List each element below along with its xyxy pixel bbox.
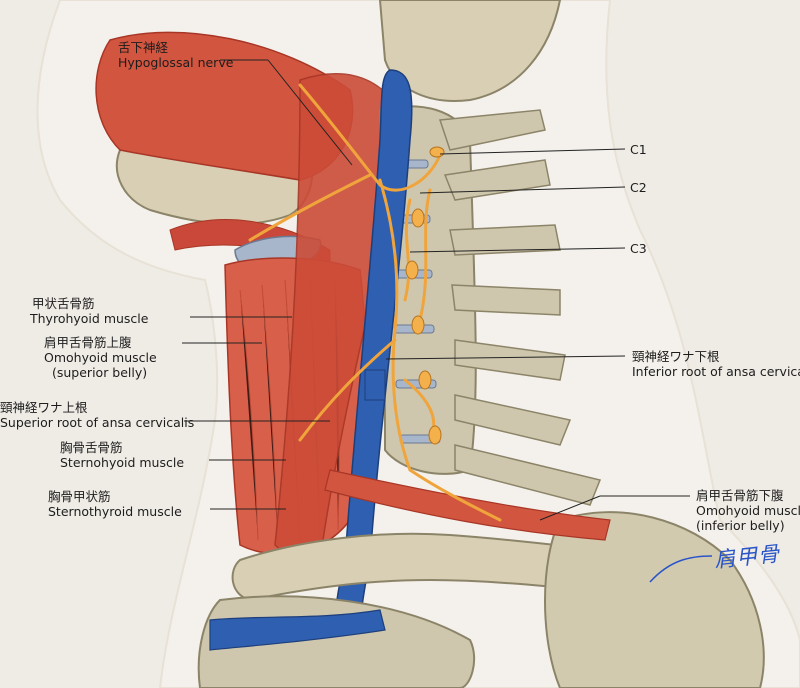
leader-omohyoid-inf-d xyxy=(539,495,601,521)
label-sternohyoid-muscle: 胸骨舌骨筋 Sternohyoid muscle xyxy=(60,440,184,470)
spinal-ganglia xyxy=(405,146,445,445)
label-jp: 胸骨舌骨筋 xyxy=(60,440,123,455)
label-jp: 胸骨甲状筋 xyxy=(48,489,111,504)
label-jp: 頸神経ワナ下根 xyxy=(632,349,720,364)
label-jp: 舌下神経 xyxy=(118,40,169,55)
label-c3: C3 xyxy=(630,241,647,256)
label-en-sub: (superior belly) xyxy=(52,365,148,380)
leader-c2 xyxy=(419,186,626,194)
leader-lines xyxy=(182,59,713,583)
label-jp: 肩甲舌骨筋下腹 xyxy=(696,488,784,503)
label-ansa-inferior-root: 頸神経ワナ下根 Inferior root of ansa cervicalis xyxy=(632,349,800,379)
label-en-sub: (inferior belly) xyxy=(696,518,785,533)
leader-ansa-inf xyxy=(385,355,626,360)
label-c2: C2 xyxy=(630,180,647,195)
label-en: Inferior root of ansa cervicalis xyxy=(632,364,800,379)
label-en: Omohyoid muscle xyxy=(696,503,800,518)
label-en: Sternothyroid muscle xyxy=(48,504,182,519)
leader-c1 xyxy=(439,148,626,155)
label-en: Thyrohyoid muscle xyxy=(30,311,149,326)
label-jp: 肩甲舌骨筋上腹 xyxy=(44,335,132,350)
subclavian-vein xyxy=(209,609,386,651)
label-en: Superior root of ansa cervicalis xyxy=(0,415,195,430)
label-thyrohyoid-muscle: 甲状舌骨筋 Thyrohyoid muscle xyxy=(30,296,190,326)
label-en: Omohyoid muscle xyxy=(44,350,157,365)
label-jp: 頸神経ワナ上根 xyxy=(0,400,88,415)
label-sternothyroid-muscle: 胸骨甲状筋 Sternothyroid muscle xyxy=(48,489,182,519)
vein-branch xyxy=(364,369,386,401)
leader-c3 xyxy=(409,247,626,253)
label-ansa-superior-root: 頸神経ワナ上根 Superior root of ansa cervicalis xyxy=(0,400,194,430)
label-c1: C1 xyxy=(630,142,647,157)
label-omohyoid-inferior: 肩甲舌骨筋下腹 Omohyoid muscle (inferior belly) xyxy=(696,488,800,533)
label-omohyoid-superior: 肩甲舌骨筋上腹 Omohyoid muscle (superior belly) xyxy=(44,335,157,380)
pen-pointer xyxy=(649,555,713,583)
nerves xyxy=(248,83,502,522)
label-en: Hypoglossal nerve xyxy=(118,55,234,70)
leader-hypoglossal-diag xyxy=(267,59,353,166)
label-hypoglossal-nerve: 舌下神経 Hypoglossal nerve xyxy=(118,40,233,70)
label-en: Sternohyoid muscle xyxy=(60,455,185,470)
label-jp: 甲状舌骨筋 xyxy=(32,296,95,311)
